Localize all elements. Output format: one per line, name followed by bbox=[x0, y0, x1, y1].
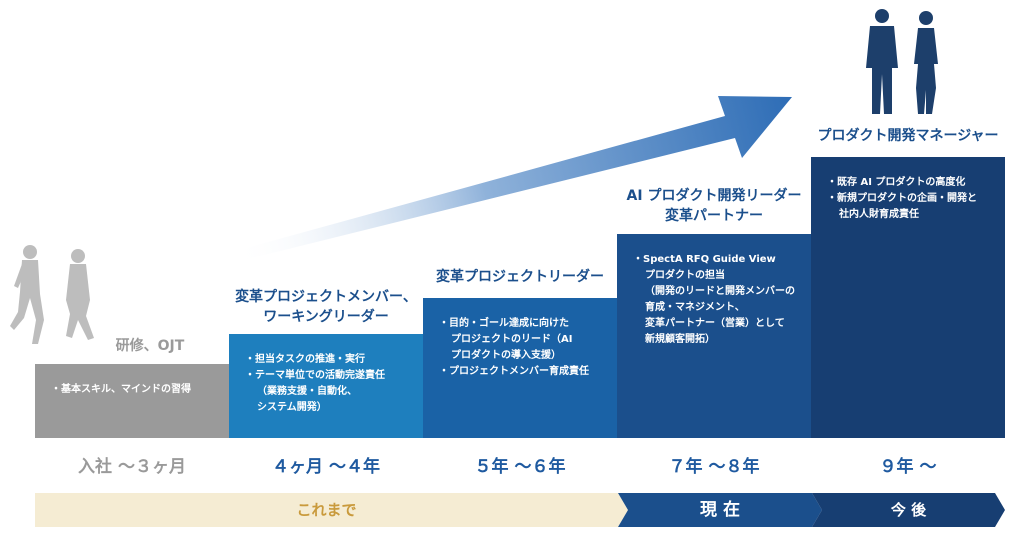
stage-block-2: ・担当タスクの推進・実行 ・テーマ単位での活動完遂責任 （業務支援・自動化、 シ… bbox=[229, 334, 423, 438]
manager-figures bbox=[866, 9, 938, 114]
timeline-present-segment bbox=[618, 493, 822, 527]
period-3: ５年 〜６年 bbox=[474, 457, 566, 477]
stage-block-4: ・SpectA RFQ Guide View プロダクトの担当 （開発のリードと… bbox=[617, 234, 811, 438]
stage-block-3: ・目的・ゴール達成に向けた プロジェクトのリード（AI プロダクトの導入支援） … bbox=[423, 298, 617, 438]
stage-2-bullet-3: （業務支援・自動化、 bbox=[257, 386, 357, 397]
stage-3-bullet-3: プロダクトの導入支援） bbox=[451, 350, 561, 361]
period-1: 入社 〜３ヶ月 bbox=[78, 457, 186, 477]
stage-1-bullet-1: ・基本スキル、マインドの習得 bbox=[51, 384, 191, 395]
period-2: ４ヶ月 〜４年 bbox=[272, 457, 380, 477]
period-5: ９年 〜 bbox=[879, 457, 937, 477]
timeline-present-label: 現 在 bbox=[700, 500, 740, 520]
stage-5-bullet-3: 社内人財育成責任 bbox=[839, 209, 919, 220]
stage-5-bullet-1: ・既存 AI プロダクトの高度化 bbox=[827, 177, 966, 188]
timeline-future-segment bbox=[812, 493, 1005, 527]
stage-1-title: 研修、OJT bbox=[115, 338, 185, 354]
stage-2-bullet-4: システム開発） bbox=[257, 402, 327, 413]
stage-2-bullet-2: ・テーマ単位での活動完遂責任 bbox=[245, 370, 385, 381]
timeline-past-segment bbox=[35, 493, 628, 527]
timeline-past-label: これまで bbox=[296, 501, 357, 519]
stage-4-bullet-4: 育成・マネジメント、 bbox=[645, 302, 745, 313]
stage-2-title: 変革プロジェクトメンバー、 ワーキングリーダー bbox=[235, 289, 417, 325]
timeline-future-label: 今 後 bbox=[890, 501, 927, 519]
new-employees-figures bbox=[10, 245, 94, 344]
stage-4-bullet-1: ・SpectA RFQ Guide View bbox=[633, 254, 776, 265]
stage-4-bullet-3: （開発のリードと開発メンバーの bbox=[645, 286, 795, 297]
stage-3-bullet-4: ・プロジェクトメンバー育成責任 bbox=[439, 366, 589, 377]
stage-block-5: ・既存 AI プロダクトの高度化 ・新規プロダクトの企画・開発と 社内人財育成責… bbox=[811, 157, 1005, 438]
stage-block-1: ・基本スキル、マインドの習得 bbox=[35, 364, 229, 438]
stage-3-bullet-2: プロジェクトのリード（AI bbox=[451, 334, 573, 345]
stage-5-bullet-2: ・新規プロダクトの企画・開発と bbox=[827, 193, 977, 204]
stage-4-title: AI プロダクト開発リーダー 変革パートナー bbox=[626, 188, 802, 224]
stage-4-bullet-2: プロダクトの担当 bbox=[645, 270, 725, 281]
stage-4-bullet-5: 変革パートナー（営業）として bbox=[645, 318, 785, 329]
stage-4-bullet-6: 新規顧客開拓） bbox=[645, 334, 715, 345]
stage-5-title: プロダクト開発マネージャー bbox=[817, 128, 999, 144]
stage-2-bullet-1: ・担当タスクの推進・実行 bbox=[245, 354, 365, 365]
period-4: ７年 〜８年 bbox=[668, 457, 760, 477]
stage-3-bullet-1: ・目的・ゴール達成に向けた bbox=[439, 318, 569, 329]
stage-3-title: 変革プロジェクトリーダー bbox=[436, 269, 604, 285]
